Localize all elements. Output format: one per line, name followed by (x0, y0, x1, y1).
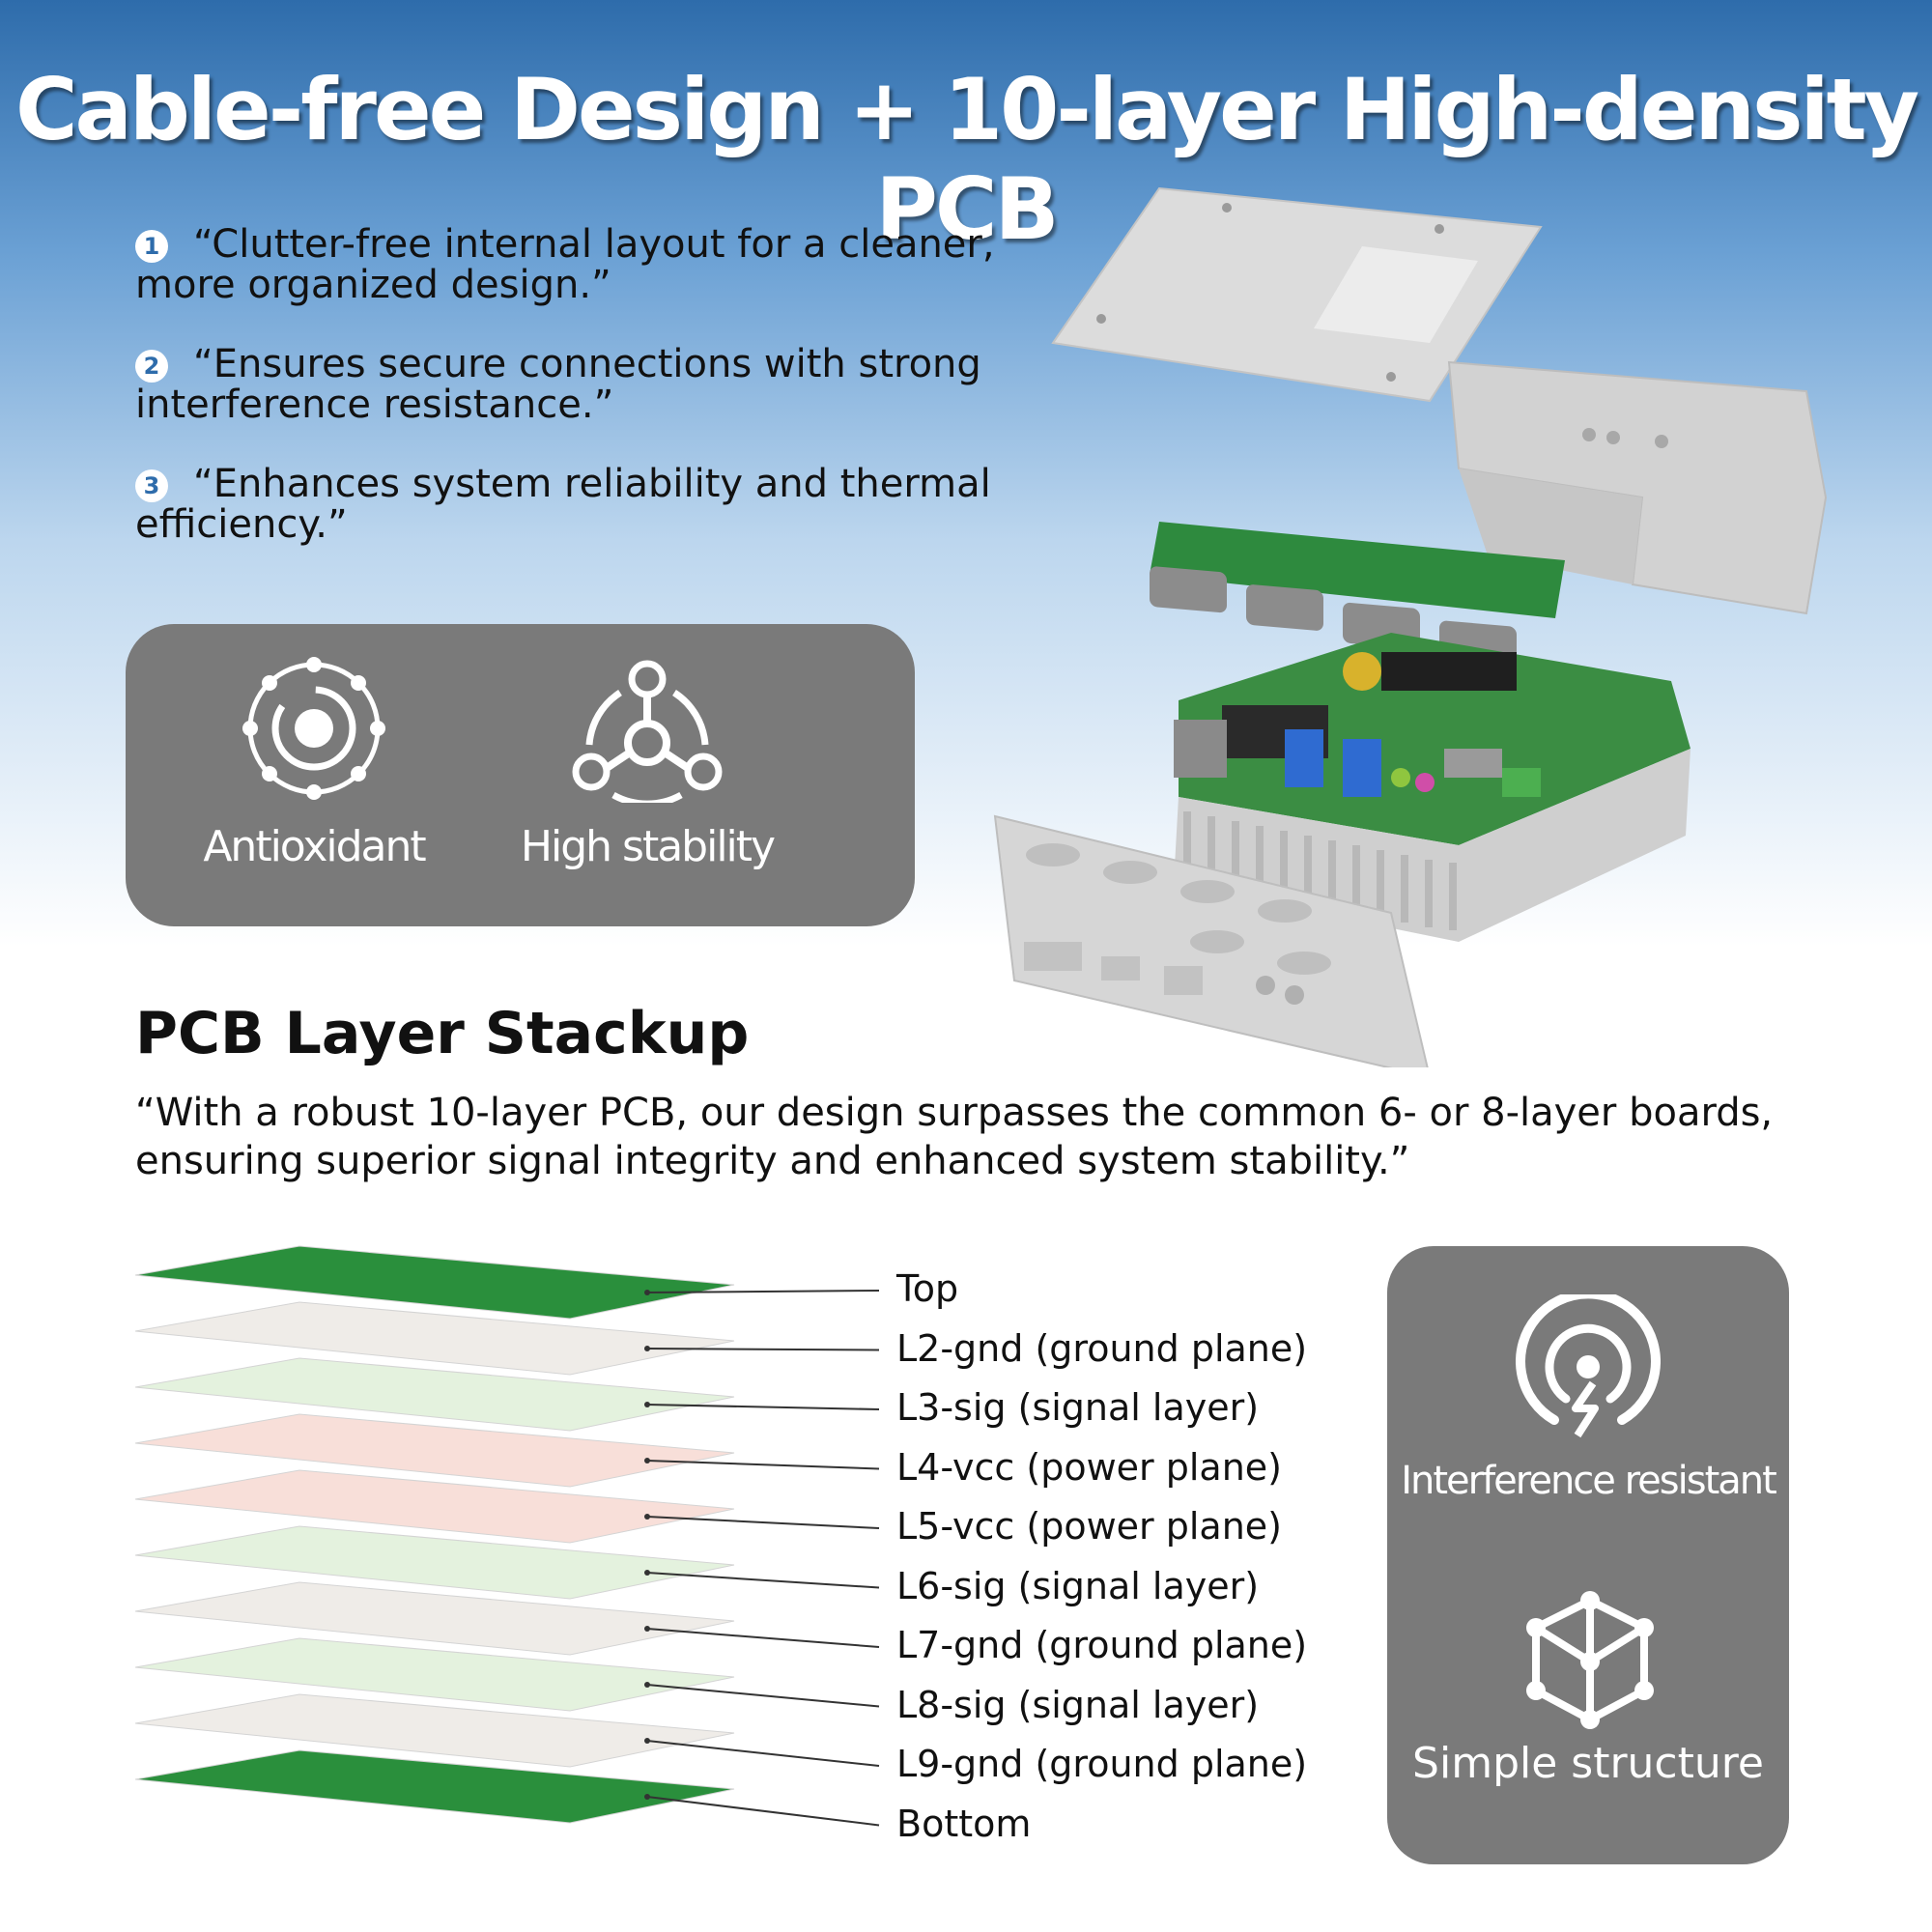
description-line2: ensuring superior signal integrity and e… (135, 1139, 1410, 1183)
layer-label: L9-gnd (ground plane) (896, 1743, 1308, 1785)
point-text-line1: “Enhances system reliability and thermal (193, 462, 991, 506)
pcb-layer-sheet (135, 1525, 735, 1600)
feature-label-antioxidant: Antioxidant (203, 822, 426, 871)
pcb-layer-sheet (135, 1301, 735, 1376)
leader-line (646, 1628, 880, 1648)
number-badge-icon: 3 (135, 469, 168, 502)
pcb-layer-sheet (135, 1469, 735, 1544)
leader-line (646, 1684, 880, 1708)
leader-dot (644, 1626, 650, 1632)
feature-point-1: 1 “Clutter-free internal layout for a cle… (135, 224, 1005, 305)
leader-line (646, 1404, 880, 1410)
feature-label-high-stability: High stability (520, 822, 776, 871)
layer-label: L6-sig (signal layer) (896, 1564, 1260, 1607)
layer-label: L5-vcc (power plane) (896, 1505, 1282, 1548)
leader-line (646, 1572, 880, 1589)
feature-badge-panel: Interference resistant Simple structure (1387, 1246, 1789, 1864)
layer-label: L4-vcc (power plane) (896, 1445, 1282, 1489)
leader-line (646, 1348, 880, 1351)
layer-label: L2-gnd (ground plane) (896, 1326, 1308, 1370)
section-title: PCB Layer Stackup (135, 1000, 750, 1067)
pcb-layer-sheet (135, 1357, 735, 1432)
leader-line (646, 1740, 880, 1767)
section-description: “With a robust 10-layer PCB, our design … (135, 1089, 1864, 1185)
point-text-line1: “Ensures secure connections with strong (193, 342, 981, 386)
leader-line (646, 1460, 880, 1470)
description-line1: “With a robust 10-layer PCB, our design … (135, 1091, 1774, 1135)
leader-dot (644, 1514, 650, 1520)
leader-line (646, 1290, 880, 1293)
leader-dot (644, 1346, 650, 1351)
point-text-line2: interference resistance.” (135, 383, 614, 427)
pcb-layer-sheet (135, 1693, 735, 1768)
point-text-line1: “Clutter-free internal layout for a clea… (193, 222, 995, 267)
point-text-line2: efficiency.” (135, 502, 348, 547)
page-title: Cable-free Design + 10-layer High-densit… (14, 60, 1919, 259)
network-hub-icon (572, 660, 723, 803)
leader-dot (644, 1738, 650, 1744)
feature-label-interference-resistant: Interference resistant (1401, 1459, 1777, 1503)
feature-badge-panel: Antioxidant High stability (126, 624, 915, 926)
leader-line (646, 1516, 880, 1529)
leader-line (646, 1796, 880, 1827)
pcb-layer-sheet (135, 1413, 735, 1488)
leader-dot (644, 1794, 650, 1800)
pcb-layer-sheet (135, 1637, 735, 1712)
feature-label-simple-structure: Simple structure (1412, 1739, 1764, 1788)
layer-label: Bottom (896, 1802, 1032, 1845)
layer-label: L3-sig (signal layer) (896, 1386, 1260, 1429)
number-badge-icon: 2 (135, 350, 168, 383)
leader-dot (644, 1290, 650, 1295)
leader-dot (644, 1458, 650, 1463)
layer-label: L8-sig (signal layer) (896, 1683, 1260, 1726)
leader-dot (644, 1402, 650, 1407)
leader-dot (644, 1682, 650, 1688)
leader-dot (644, 1570, 650, 1576)
pcb-layer-stack (135, 1245, 880, 1827)
exploded-chassis-illustration (993, 186, 1828, 1067)
point-text-line2: more organized design.” (135, 263, 611, 307)
layer-label: L7-gnd (ground plane) (896, 1624, 1308, 1666)
signal-lightning-icon (1516, 1294, 1661, 1438)
pcb-layer-sheet (135, 1749, 735, 1824)
number-badge-icon: 1 (135, 230, 168, 263)
cube-structure-icon (1526, 1591, 1654, 1729)
feature-point-2: 2 “Ensures secure connections with strong… (135, 344, 1005, 425)
layer-label: Top (896, 1267, 959, 1310)
feature-point-3: 3 “Enhances system reliability and therma… (135, 464, 1005, 545)
atom-icon (242, 657, 385, 800)
pcb-layer-sheet (135, 1581, 735, 1656)
pcb-layer-sheet (135, 1245, 735, 1320)
